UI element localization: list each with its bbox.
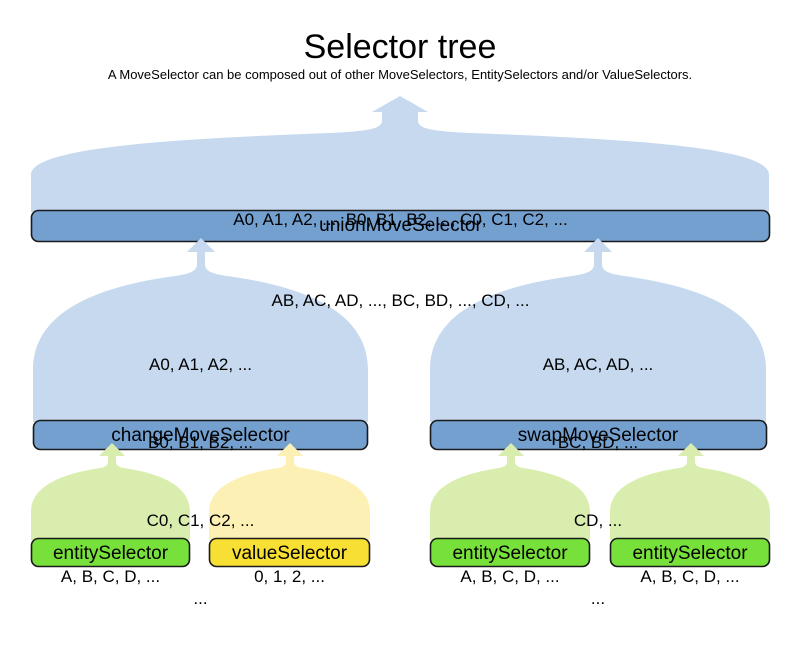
diagram-shapes — [30, 96, 771, 568]
entity-selector-1-lines: A, B, C, D, ... — [31, 512, 190, 642]
swap-balloon-path — [430, 238, 766, 422]
swap-move-selector-lines: AB, AC, AD, ... BC, BD, ... CD, ... ... — [430, 300, 766, 664]
value-selector-1-bar[interactable] — [208, 537, 371, 568]
value-selector-1-lines: 0, 1, 2, ... — [209, 512, 370, 642]
entity-selector-1-label: entitySelector — [52, 543, 169, 564]
entity-selector-3-shape — [609, 443, 771, 568]
value-selector-1-shape — [208, 443, 371, 568]
swap-line-2: BC, BD, ... — [557, 433, 639, 452]
entity-selector-1-balloon-path — [31, 443, 190, 540]
entity-selector-3-line-1: A, B, C, D, ... — [640, 567, 740, 586]
selector-tree-diagram: Selector tree A MoveSelector can be comp… — [30, 28, 771, 608]
union-line-1: A0, A1, A2, ..., B0, B1, B2, ..., C0, C1… — [233, 210, 568, 229]
union-move-selector-shape — [30, 96, 771, 243]
swap-line-3: CD, ... — [573, 511, 623, 530]
page-title: Selector tree — [303, 28, 497, 66]
change-balloon-path — [33, 238, 368, 422]
entity-selector-2-bar[interactable] — [429, 537, 591, 568]
value-selector-1-balloon-path — [209, 443, 370, 540]
union-move-selector-label: unionMoveSelector — [319, 215, 482, 236]
union-line-2: AB, AC, AD, ..., BC, BD, ..., CD, ... — [271, 291, 530, 310]
entity-selector-1-line-1: A, B, C, D, ... — [60, 567, 161, 586]
swap-move-selector-label: swapMoveSelector — [517, 425, 679, 446]
change-move-selector-bar[interactable] — [32, 419, 369, 451]
entity-selector-3-lines: A, B, C, D, ... — [610, 512, 770, 642]
swap-line-1: AB, AC, AD, ... — [542, 355, 654, 374]
union-move-selector-bar[interactable] — [30, 209, 771, 243]
entity-selector-2-shape — [429, 443, 591, 568]
change-move-selector-shape — [32, 238, 369, 451]
entity-selector-2-label: entitySelector — [452, 543, 568, 564]
swap-move-selector-shape — [429, 238, 768, 451]
entity-selector-1-bar[interactable] — [30, 537, 191, 568]
diagram-text-layer: Selector tree A MoveSelector can be comp… — [31, 28, 770, 608]
union-balloon-path — [31, 96, 769, 212]
entity-selector-2-line-1: A, B, C, D, ... — [460, 567, 560, 586]
entity-selector-3-bar[interactable] — [609, 537, 771, 568]
entity-selector-2-balloon-path — [430, 443, 590, 540]
change-line-3: C0, C1, C2, ... — [146, 511, 255, 530]
value-selector-1-line-1: 0, 1, 2, ... — [254, 567, 325, 586]
entity-selector-1-shape — [30, 443, 191, 568]
entity-selector-3-label: entitySelector — [632, 543, 748, 564]
page-subtitle: A MoveSelector can be composed out of ot… — [107, 67, 693, 82]
change-move-selector-label: changeMoveSelector — [111, 425, 290, 446]
value-selector-1-label: valueSelector — [231, 543, 348, 564]
change-line-2: B0, B1, B2, ... — [148, 433, 253, 452]
union-move-selector-lines: A0, A1, A2, ..., B0, B1, B2, ..., C0, C1… — [31, 152, 770, 368]
change-line-1: A0, A1, A2, ... — [148, 355, 252, 374]
swap-move-selector-bar[interactable] — [429, 419, 768, 451]
entity-selector-3-balloon-path — [610, 443, 770, 540]
entity-selector-2-lines: A, B, C, D, ... — [430, 512, 590, 642]
